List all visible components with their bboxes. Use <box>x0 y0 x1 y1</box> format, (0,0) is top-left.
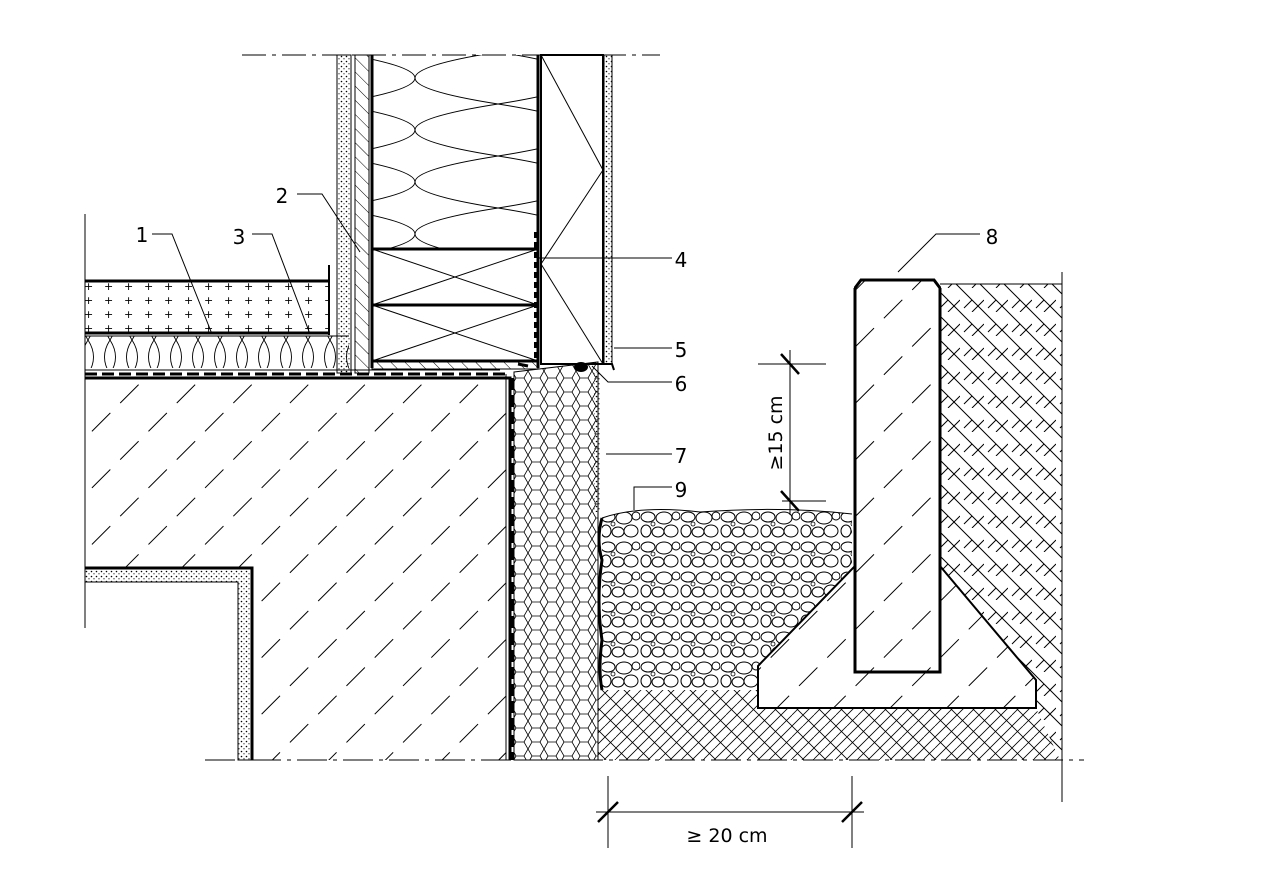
leader-lines <box>152 193 980 510</box>
bottom-breakline <box>84 214 1084 802</box>
label-1: 1 <box>136 223 149 247</box>
retaining-wall <box>757 278 1037 709</box>
label-8: 8 <box>986 225 999 249</box>
perimeter-insulation <box>513 361 600 761</box>
wall-insulation <box>370 55 540 368</box>
floor-screed <box>85 265 330 335</box>
dimension-horizontal: ≥ 20 cm <box>596 776 864 848</box>
interior-plaster <box>84 567 253 761</box>
dimension-vertical-label: ≥15 cm <box>765 395 787 470</box>
facade-batten <box>534 54 604 365</box>
dimension-vertical: ≥15 cm <box>758 350 826 515</box>
compacted-subgrade <box>598 690 1060 760</box>
label-6: 6 <box>675 372 688 396</box>
interior-lining <box>336 54 370 374</box>
label-7: 7 <box>675 444 688 468</box>
label-3: 3 <box>233 225 246 249</box>
label-5: 5 <box>675 338 688 362</box>
dimension-horizontal-label: ≥ 20 cm <box>686 825 767 847</box>
floor-insulation <box>85 335 349 368</box>
soil <box>940 283 1062 760</box>
label-9: 9 <box>675 478 688 502</box>
item-labels: 1 2 3 4 5 6 7 8 9 <box>136 184 999 502</box>
label-4: 4 <box>675 248 688 272</box>
facade-cladding <box>603 54 613 365</box>
waterproofing-membrane <box>85 369 514 760</box>
label-2: 2 <box>276 184 289 208</box>
sole-plate <box>370 247 540 370</box>
